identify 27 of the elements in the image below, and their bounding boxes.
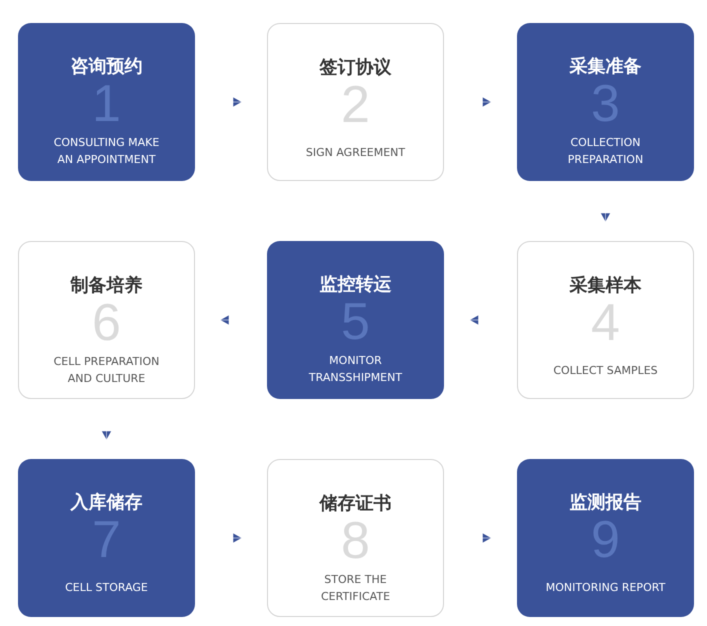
step-card bbox=[18, 23, 195, 181]
step-card bbox=[267, 23, 444, 181]
step-card bbox=[267, 459, 444, 617]
step-description: CELL PREPARATION AND CULTURE bbox=[52, 354, 160, 387]
step-card bbox=[18, 459, 195, 617]
step-description: CONSULTING MAKE AN APPOINTMENT bbox=[52, 135, 160, 168]
step-description: COLLECT SAMPLES bbox=[552, 362, 659, 378]
step-description: MONITORING REPORT bbox=[545, 580, 666, 596]
step-title: 咨询预约 bbox=[70, 55, 144, 79]
step-card bbox=[517, 241, 694, 399]
step-title: 采集准备 bbox=[568, 55, 642, 79]
step-card bbox=[517, 459, 694, 617]
step-description: CELL STORAGE bbox=[64, 580, 149, 596]
step-card bbox=[18, 241, 195, 399]
step-title: 入库储存 bbox=[69, 491, 144, 515]
step-description: MONITOR TRANSSHIPMENT bbox=[308, 353, 404, 386]
step-description: STORE THE CERTIFICATE bbox=[320, 572, 392, 605]
step-description: COLLECTION PREPARATION bbox=[566, 135, 644, 168]
step-title: 监控转运 bbox=[318, 273, 392, 297]
step-card bbox=[267, 241, 444, 399]
step-title: 签订协议 bbox=[318, 56, 392, 80]
step-title: 制备培养 bbox=[69, 274, 144, 298]
step-title: 监测报告 bbox=[568, 491, 642, 515]
step-card bbox=[517, 23, 694, 181]
step-description: SIGN AGREEMENT bbox=[304, 144, 406, 160]
step-title: 采集样本 bbox=[568, 274, 642, 298]
step-title: 储存证书 bbox=[318, 492, 392, 516]
